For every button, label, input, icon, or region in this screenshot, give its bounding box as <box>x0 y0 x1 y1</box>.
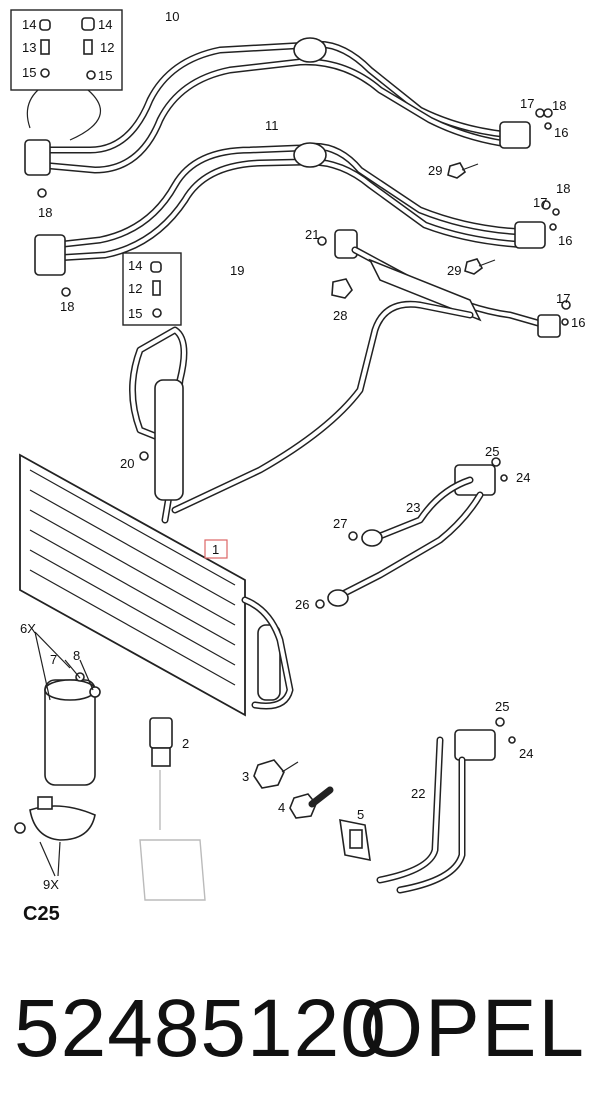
label-18a: 18 <box>552 98 566 113</box>
label-21: 21 <box>305 227 319 242</box>
label-27: 27 <box>333 516 347 531</box>
label-25a: 25 <box>485 444 499 459</box>
footer: 52485120 OPEL <box>0 960 600 1118</box>
label-2: 2 <box>182 736 189 751</box>
label-11: 11 <box>265 118 279 133</box>
label-13: 13 <box>22 40 36 55</box>
label-28: 28 <box>333 308 347 323</box>
label-17b: 17 <box>533 195 547 210</box>
clip-5 <box>339 818 371 862</box>
label-16a: 16 <box>554 125 568 140</box>
hose-21 <box>334 229 561 338</box>
label-17c: 17 <box>556 291 570 306</box>
label-24a: 24 <box>516 470 530 485</box>
label-16b: 16 <box>558 233 572 248</box>
label-3: 3 <box>242 769 249 784</box>
part-number: 52485120 <box>14 983 387 1074</box>
callout-box-1 <box>204 539 228 559</box>
bolt-4 <box>289 786 334 819</box>
label-20: 20 <box>120 456 134 471</box>
label-25b: 25 <box>495 699 509 714</box>
hose-23-26-27 <box>327 464 496 607</box>
label-18d: 18 <box>60 299 74 314</box>
label-12b: 12 <box>128 281 142 296</box>
hose-10 <box>24 37 531 176</box>
label-9x: 9X <box>43 877 59 892</box>
label-8: 8 <box>73 648 80 663</box>
label-26: 26 <box>295 597 309 612</box>
label-22: 22 <box>411 786 425 801</box>
ac-parts-diagram: 14 14 13 12 15 15 10 11 17 18 16 29 18 1… <box>10 9 585 925</box>
label-14c: 14 <box>128 258 142 273</box>
receiver-dryer <box>44 672 101 786</box>
label-7: 7 <box>50 652 57 667</box>
condenser <box>19 453 294 717</box>
label-15b: 15 <box>98 68 112 83</box>
label-24b: 24 <box>519 746 533 761</box>
label-17a: 17 <box>520 96 534 111</box>
dryer-bracket <box>14 796 96 841</box>
dryer-leader-lines <box>34 631 94 877</box>
label-19: 19 <box>230 263 244 278</box>
label-10: 10 <box>165 9 179 24</box>
label-16c: 16 <box>571 315 585 330</box>
valve-inset-box <box>10 9 123 91</box>
valve-core-parts <box>39 17 96 80</box>
bolt-3 <box>253 759 299 789</box>
o-rings <box>37 108 571 744</box>
label-1: 1 <box>212 542 219 557</box>
label-14b: 14 <box>98 17 112 32</box>
label-23: 23 <box>406 500 420 515</box>
bolts-29 <box>331 162 496 299</box>
inset-arrows <box>26 89 102 141</box>
label-12a: 12 <box>100 40 114 55</box>
label-15c: 15 <box>128 306 142 321</box>
hose-11 <box>34 142 546 276</box>
label-18b: 18 <box>38 205 52 220</box>
diagram-code: C25 <box>23 903 60 925</box>
hose-22 <box>376 729 496 894</box>
label-15a: 15 <box>22 65 36 80</box>
label-29a: 29 <box>428 163 442 178</box>
label-29b: 29 <box>447 263 461 278</box>
label-6x: 6X <box>20 621 36 636</box>
valve-core-parts-2 <box>150 261 162 318</box>
hose-19 <box>129 300 474 524</box>
pressure-switch <box>139 717 206 901</box>
label-5: 5 <box>357 807 364 822</box>
label-18c: 18 <box>556 181 570 196</box>
brand-name: OPEL <box>359 983 586 1074</box>
label-4: 4 <box>278 800 285 815</box>
label-14a: 14 <box>22 17 36 32</box>
